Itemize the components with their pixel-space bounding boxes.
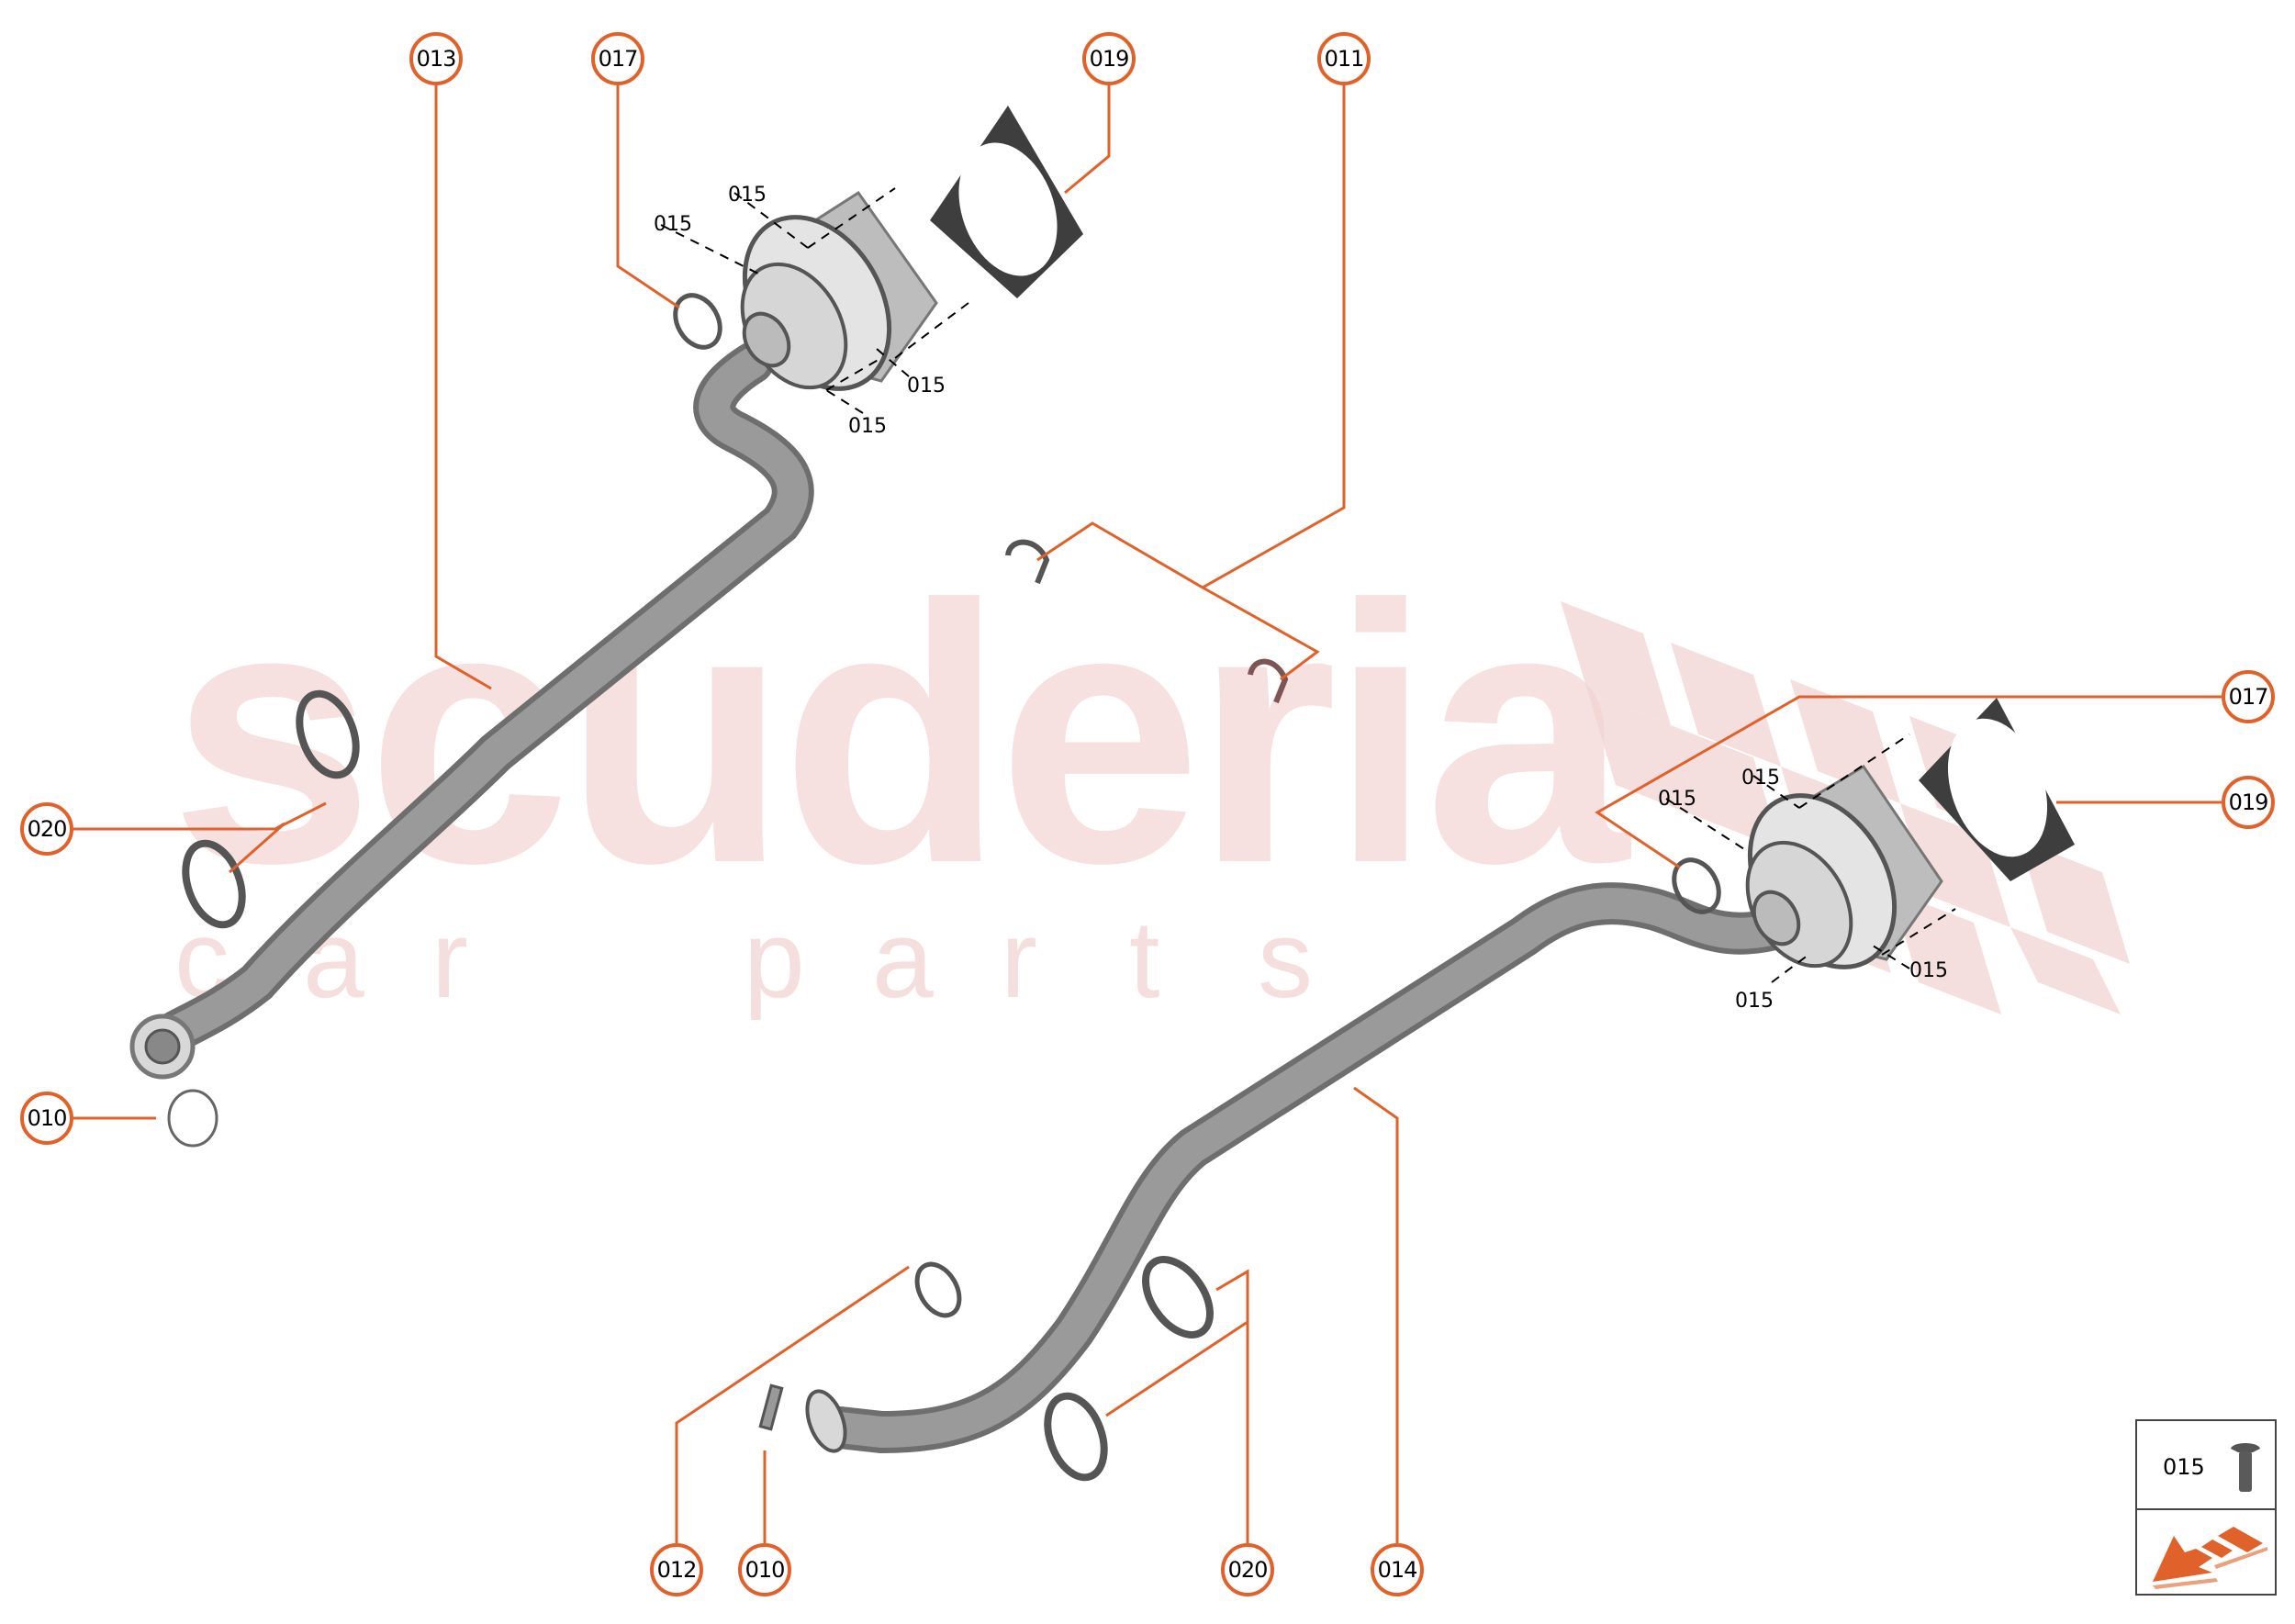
bolt-icon xyxy=(2231,1443,2260,1492)
boot-flange-lower xyxy=(1745,764,1943,969)
legend-part-code: 015 xyxy=(2163,1454,2205,1480)
callout-019-right[interactable]: 019 xyxy=(2222,776,2275,829)
clips-011 xyxy=(1005,539,1289,704)
callout-010[interactable]: 010 xyxy=(20,1092,73,1145)
leader-lines xyxy=(73,85,2222,1543)
watermark-letter: p xyxy=(744,898,805,1021)
clamp-012 xyxy=(914,1261,962,1318)
callout-019[interactable]: 019 xyxy=(1082,32,1136,85)
bolt-label-015: 015 xyxy=(1735,990,1774,1013)
watermark-letter: s xyxy=(1258,898,1313,1021)
clip-010-lower xyxy=(758,1383,784,1431)
legend-box: 015 xyxy=(2135,1419,2277,1596)
callout-017-right[interactable]: 017 xyxy=(2222,670,2275,723)
bolt-label-015: 015 xyxy=(848,415,887,438)
gasket-019-lower xyxy=(1919,698,2075,881)
callout-017[interactable]: 017 xyxy=(591,32,644,85)
bolt-guide-lines xyxy=(660,187,1956,983)
hose-014 xyxy=(805,882,1802,1454)
hose-013 xyxy=(129,342,814,1080)
bolt-label-015: 015 xyxy=(1909,959,1948,982)
boot-flange-upper xyxy=(740,190,938,391)
seals-020-lower xyxy=(1044,1256,1214,1482)
watermark-letter: a xyxy=(872,898,934,1021)
bolt-label-015: 015 xyxy=(654,213,692,236)
seals-020-left xyxy=(182,689,360,929)
ring-010-left xyxy=(167,1089,218,1148)
callout-011[interactable]: 011 xyxy=(1317,32,1371,85)
callout-020-bottom[interactable]: 020 xyxy=(1221,1543,1274,1596)
bolt-label-015: 015 xyxy=(1741,767,1780,790)
legend-part-row: 015 xyxy=(2137,1421,2275,1510)
callout-013[interactable]: 013 xyxy=(409,32,463,85)
bolt-label-015: 015 xyxy=(1658,788,1696,811)
bolt-label-015: 015 xyxy=(907,375,946,398)
watermark-letter: t xyxy=(1129,898,1160,1021)
bolt-label-015: 015 xyxy=(728,184,767,207)
orange-arrow-icon[interactable] xyxy=(2148,1518,2267,1589)
callout-020[interactable]: 020 xyxy=(20,802,73,856)
clamp-017-upper xyxy=(673,293,722,350)
watermark-letter: r xyxy=(1001,898,1037,1021)
callout-014[interactable]: 014 xyxy=(1371,1543,1424,1596)
callout-010-bottom[interactable]: 010 xyxy=(738,1543,791,1596)
clamp-017-lower xyxy=(1672,857,1721,914)
callout-012[interactable]: 012 xyxy=(650,1543,703,1596)
gasket-019-upper xyxy=(930,106,1083,298)
watermark-letter: r xyxy=(431,898,468,1021)
